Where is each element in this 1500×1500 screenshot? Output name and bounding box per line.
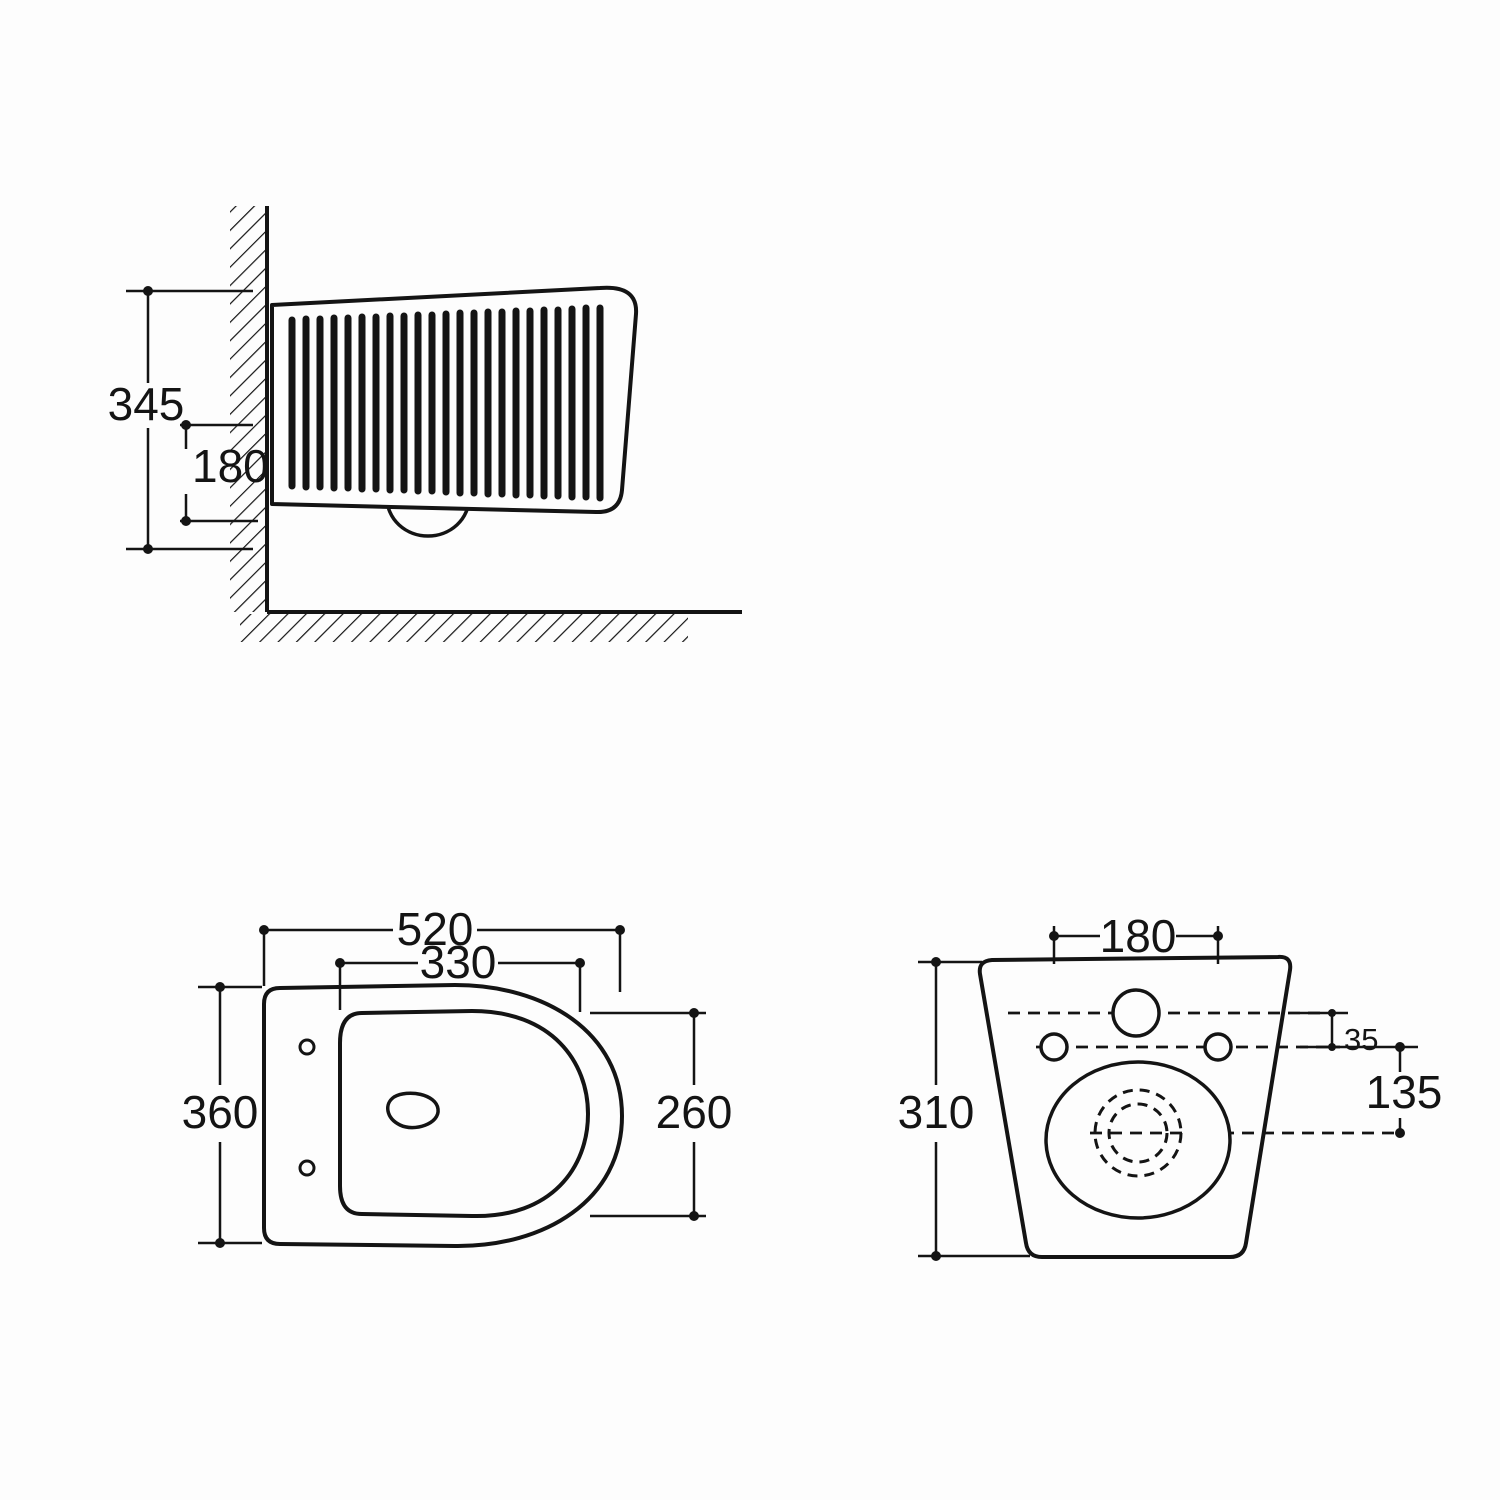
side-view: 345 180 (108, 206, 742, 642)
toilet-side-outline (270, 285, 639, 515)
bolt-hole-right (1203, 1032, 1233, 1062)
dim-back-inlet-to-bolt: 35 (1344, 1022, 1378, 1057)
dim-back-overall-height: 310 (898, 1086, 975, 1138)
dim-top-overall-width: 360 (182, 1086, 259, 1138)
back-centerlines (1008, 1011, 1404, 1135)
dim-back-bolt-spacing: 180 (1100, 910, 1177, 962)
back-view: 180 310 35 135 (898, 910, 1443, 1261)
side-dimension-lines (126, 289, 258, 551)
dim-side-lower-height: 180 (192, 440, 269, 492)
flush-spot (386, 1091, 440, 1130)
dim-top-opening-length: 330 (420, 936, 497, 988)
top-dimension-dots (215, 925, 699, 1248)
side-dimension-dots (143, 286, 191, 554)
dim-top-overall-length: 520 (397, 903, 474, 955)
dim-side-total-height: 345 (108, 378, 185, 430)
hinge-hole-bottom (298, 1159, 316, 1177)
ribbed-texture (288, 304, 604, 502)
water-inlet-hole (1111, 988, 1161, 1038)
top-dimension-lines (198, 928, 706, 1245)
floor-hatching (240, 614, 688, 642)
seat-opening-outline (338, 1008, 591, 1219)
wall-hatching (230, 206, 267, 612)
top-view: 520 330 360 260 (182, 903, 733, 1249)
dim-top-opening-width: 260 (656, 1086, 733, 1138)
bowl-back-outline (1044, 1060, 1232, 1220)
hinge-hole-top (298, 1038, 316, 1056)
bolt-hole-left (1039, 1032, 1069, 1062)
drain-circle-inner (1107, 1102, 1169, 1164)
back-dimension-dots (931, 931, 1405, 1261)
dim-back-bolt-to-drain: 135 (1366, 1066, 1443, 1118)
toilet-top-outline (262, 982, 625, 1249)
